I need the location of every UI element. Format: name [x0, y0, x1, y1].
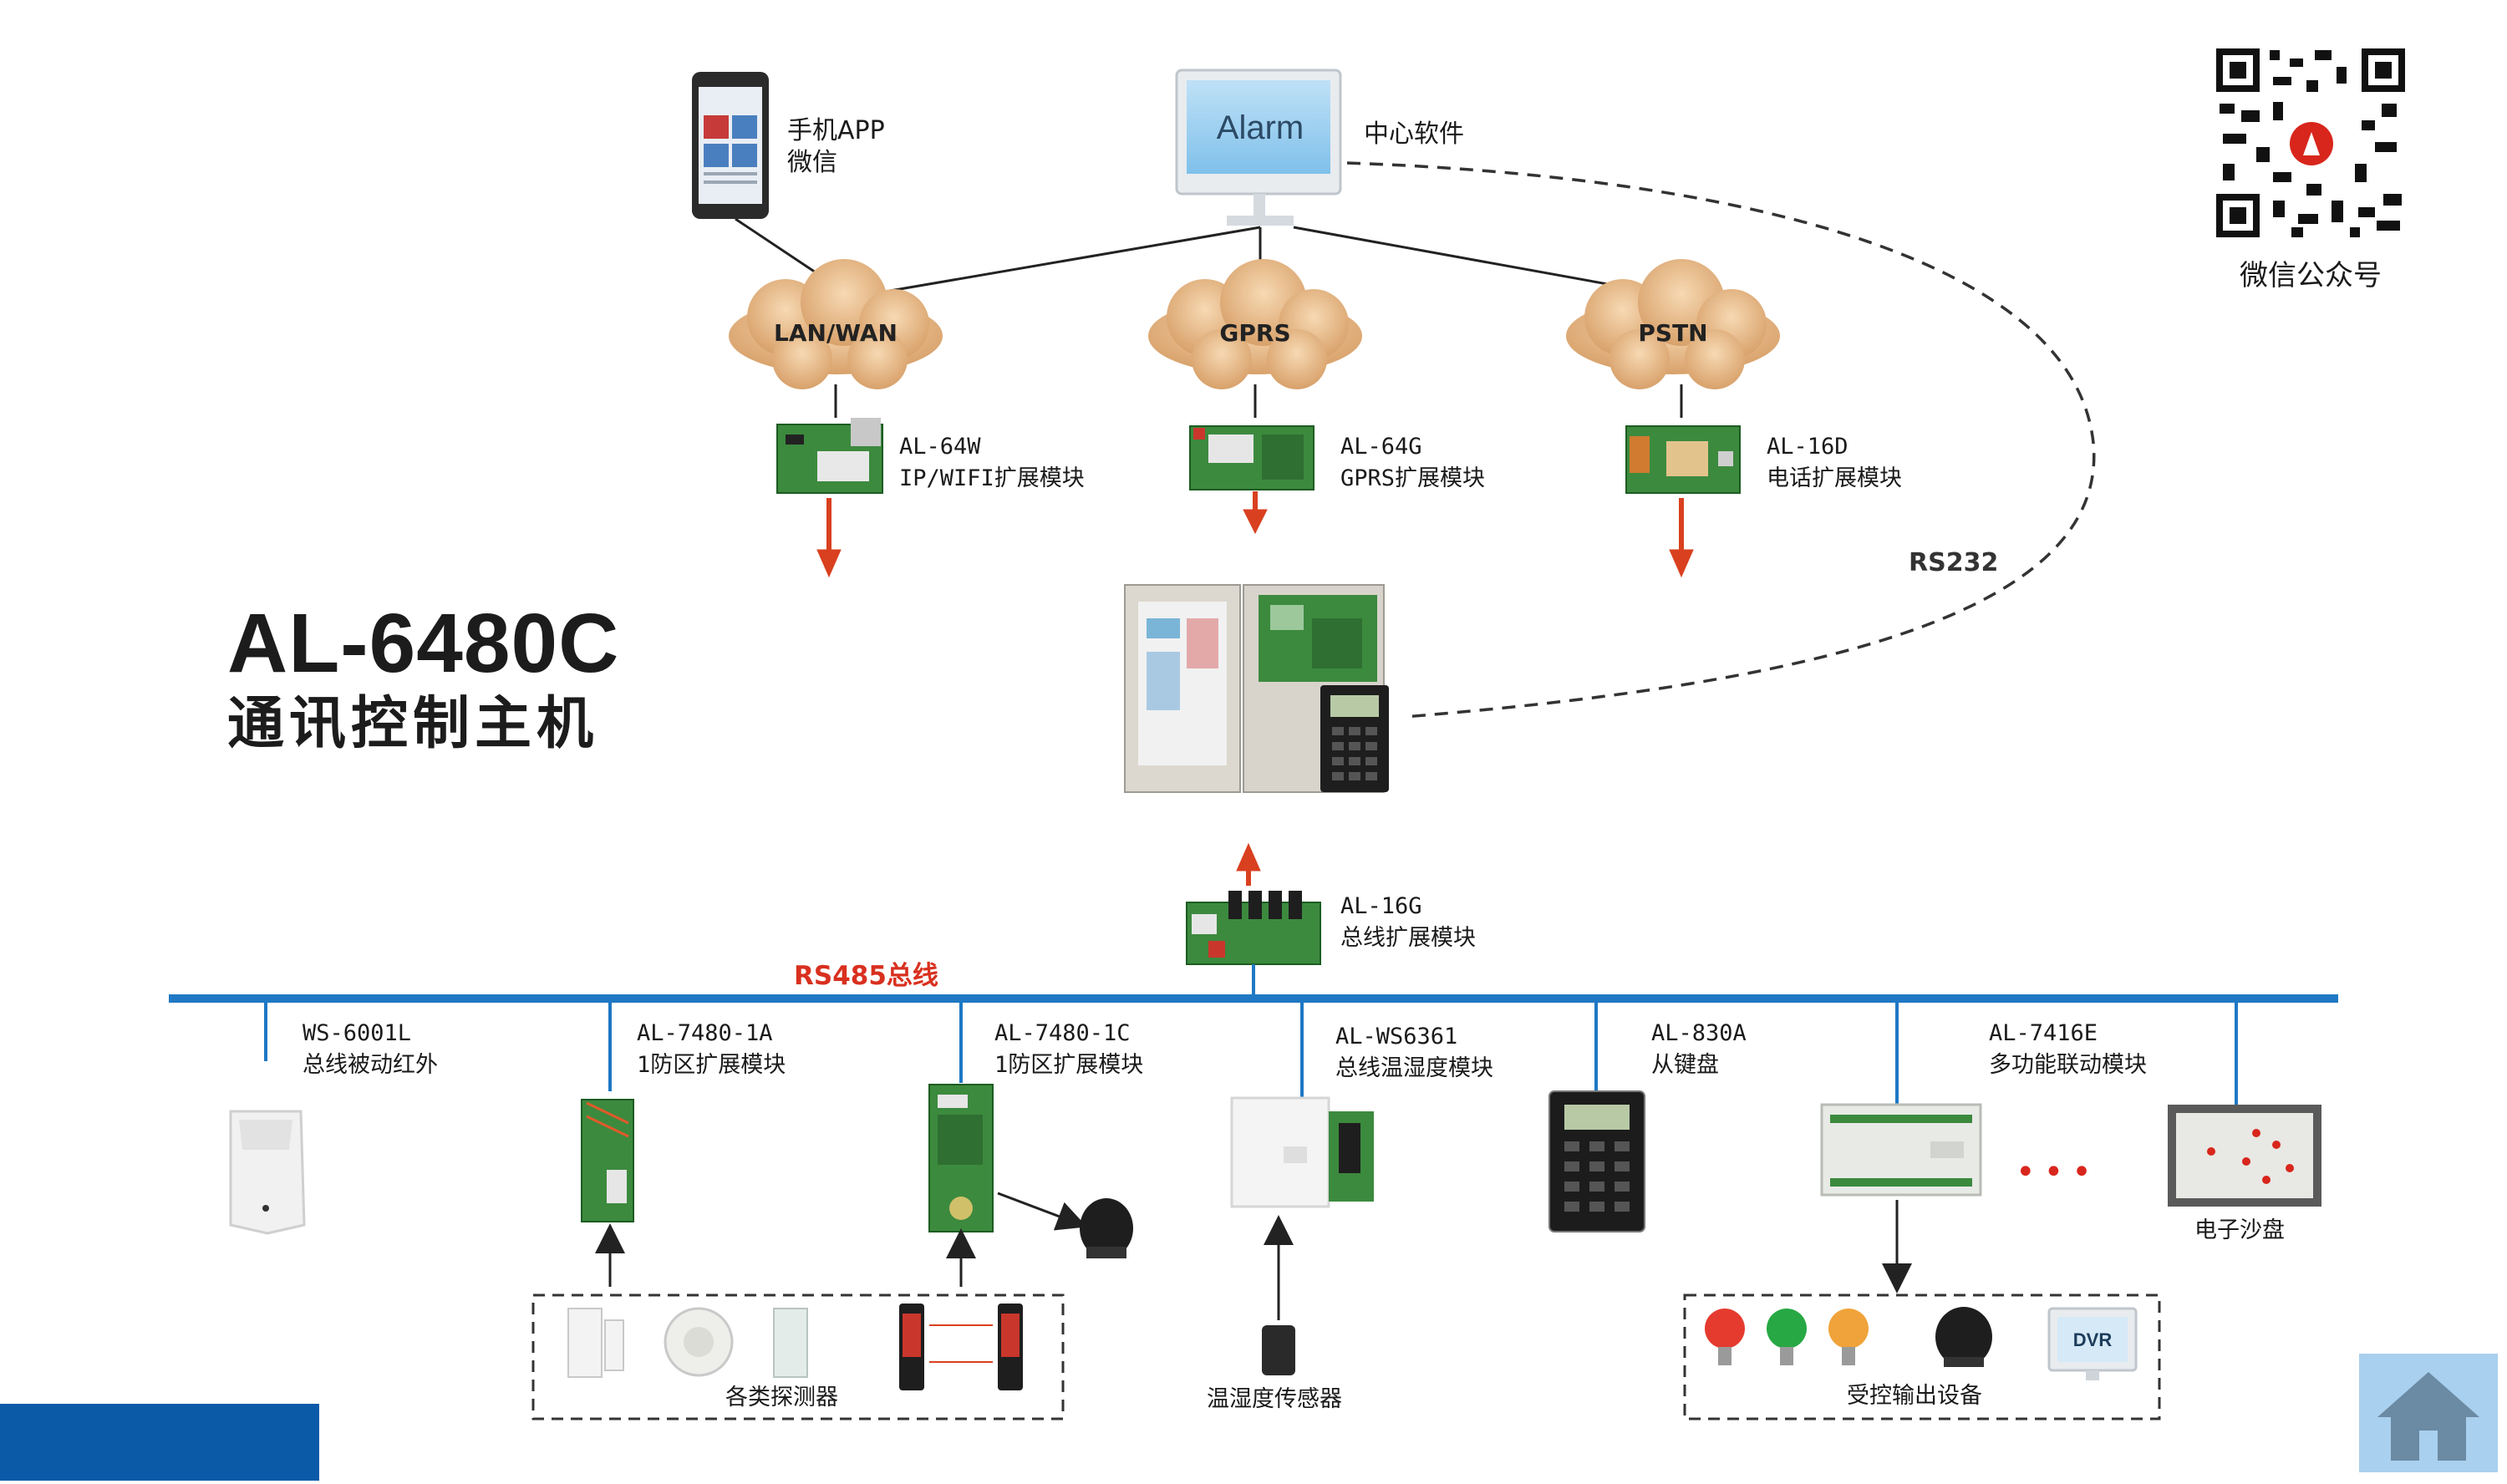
output-siren-icon [1935, 1307, 1992, 1367]
device-desc: 总线温湿度模块 [1335, 1055, 1493, 1081]
siren-icon [1080, 1198, 1133, 1258]
cloud-label-gprs: GPRS [1219, 319, 1291, 347]
temp-sensor-icon [1262, 1325, 1295, 1375]
sensor-label: 温湿度传感器 [1207, 1386, 1342, 1412]
module-al64g-desc: GPRS扩展模块 [1340, 465, 1486, 491]
module-al64w-model: AL-64W [899, 434, 981, 460]
device-label-al830a: AL-830A 从键盘 [1651, 1018, 1747, 1081]
door-contact-icon [567, 1308, 624, 1378]
cloud-gprs [1148, 259, 1362, 389]
device-desc: 从键盘 [1651, 1052, 1719, 1078]
glass-break-detector-icon [773, 1308, 808, 1378]
green-lamp-icon [1767, 1309, 1807, 1365]
module-label-al16d: AL-16D 电话扩展模块 [1767, 431, 1902, 495]
device-desc: 1防区扩展模块 [994, 1052, 1144, 1078]
outputs-label: 受控输出设备 [1847, 1383, 1982, 1409]
rs485-label: RS485总线 [794, 961, 938, 991]
linkage-module-icon [1820, 1103, 1982, 1197]
app-label: 手机APP 微信 [787, 115, 885, 179]
module-label-al64g: AL-64G GPRS扩展模块 [1340, 431, 1485, 495]
device-model: WS-6001L [303, 1020, 412, 1046]
qr-label: 微信公众号 [2240, 259, 2382, 292]
device-label-al7480-1a: AL-7480-1A 1防区扩展模块 [637, 1018, 786, 1081]
bus-module-label: AL-16G 总线扩展模块 [1340, 891, 1476, 954]
network-lines [735, 217, 1683, 418]
dvr-monitor-icon [2047, 1307, 2138, 1380]
bus-drops [264, 1003, 2238, 1111]
monitor-text: Alarm [1217, 109, 1304, 146]
zone-module-1a [581, 1099, 634, 1222]
software-label: 中心软件 [1364, 119, 1464, 149]
device-desc: 1防区扩展模块 [637, 1052, 786, 1078]
app-label-line2: 微信 [787, 148, 837, 177]
device-model: AL-WS6361 [1335, 1024, 1458, 1049]
qr-code-icon [2213, 45, 2408, 241]
module-al16d-model: AL-16D [1767, 434, 1848, 460]
device-label-al7480-1c: AL-7480-1C 1防区扩展模块 [994, 1018, 1143, 1081]
cloud-lan-wan [729, 259, 943, 389]
page-subtitle: 通讯控制主机 [227, 691, 599, 757]
module-al64g-model: AL-64G [1340, 434, 1422, 460]
cloud-label-pstn: PSTN [1638, 319, 1708, 347]
red-lamp-icon [1705, 1309, 1745, 1365]
device-model: AL-7480-1C [994, 1020, 1131, 1046]
device-model: AL-7416E [1989, 1020, 2098, 1046]
pir-detector-icon [229, 1110, 306, 1235]
page-title: AL-6480C [227, 597, 620, 690]
home-button-icon[interactable] [2359, 1354, 2498, 1472]
outputs-group-box [1683, 1293, 2161, 1420]
sand-table-icon [2168, 1105, 2321, 1207]
rs232-label: RS232 [1909, 548, 1999, 577]
sand-table-label: 电子沙盘 [2194, 1217, 2285, 1243]
device-label-al7416e: AL-7416E 多功能联动模块 [1989, 1018, 2147, 1081]
board-al64w [776, 418, 883, 494]
rs485-bus-line [169, 994, 2338, 1003]
board-al64g [1189, 425, 1315, 490]
control-panel-box [1124, 584, 1389, 793]
siren-link [997, 1192, 1087, 1231]
cloud-pstn [1566, 259, 1780, 389]
monitor-icon [1175, 69, 1342, 226]
cloud-label-lan-wan: LAN/WAN [774, 319, 898, 347]
home-icon-shape [2377, 1372, 2479, 1461]
board-al16d [1625, 425, 1741, 494]
device-label-ws6001l: WS-6001L 总线被动红外 [303, 1018, 438, 1081]
keypad-icon [1548, 1090, 1645, 1232]
corner-blue-bar [0, 1404, 319, 1481]
module-label-al64w: AL-64W IP/WIFI扩展模块 [899, 431, 1085, 495]
device-model: AL-7480-1A [637, 1020, 773, 1046]
board-al16g [1186, 891, 1321, 965]
zone-module-1c [928, 1084, 994, 1232]
bus-module-desc: 总线扩展模块 [1340, 925, 1476, 951]
yellow-lamp-icon [1828, 1309, 1869, 1365]
rs232-dashed-link [1346, 161, 2096, 719]
arrows-to-panel [816, 491, 1694, 578]
module-al64w-desc: IP/WIFI扩展模块 [899, 465, 1085, 491]
dvr-text: DVR [2073, 1329, 2113, 1350]
more-devices-ellipsis: ••• [2016, 1153, 2100, 1192]
device-model: AL-830A [1651, 1020, 1747, 1046]
temp-humidity-module-icon [1230, 1096, 1374, 1208]
bus-module-model: AL-16G [1340, 893, 1422, 919]
home-icon-door [2419, 1431, 2438, 1461]
device-desc: 多功能联动模块 [1989, 1052, 2147, 1078]
app-label-line1: 手机APP [787, 116, 885, 145]
module-al16d-desc: 电话扩展模块 [1767, 465, 1902, 491]
beam-detector-icon [899, 1304, 1023, 1390]
arrow-up-to-panel [1236, 842, 1261, 886]
phone-icon [692, 72, 769, 219]
device-label-alws6361: AL-WS6361 总线温湿度模块 [1335, 1021, 1493, 1085]
detectors-label: 各类探测器 [725, 1385, 838, 1410]
smoke-detector-icon [664, 1307, 734, 1377]
device-desc: 总线被动红外 [303, 1052, 438, 1078]
